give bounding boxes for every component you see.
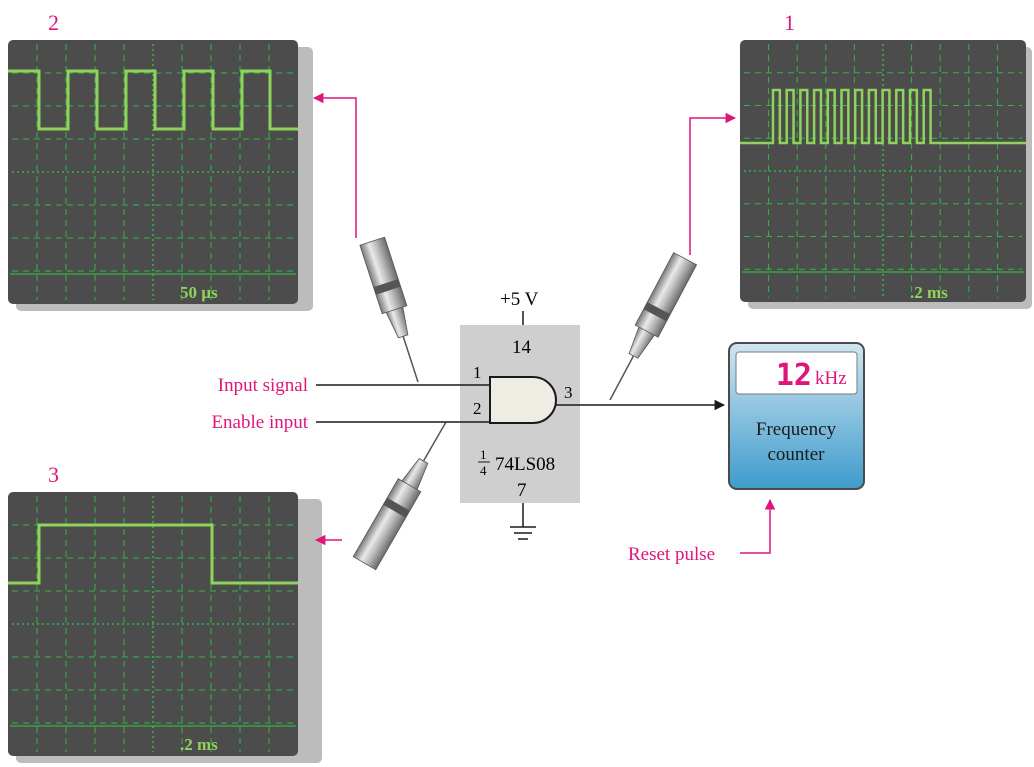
reset-pulse-line [740,498,776,554]
scope-3-timebase: .2 ms [180,735,218,754]
pin-1-label: 1 [473,363,482,382]
scope-1-label: 1 [784,10,795,35]
input-signal-label: Input signal [218,375,308,396]
enable-input-label: Enable input [211,412,308,433]
counter-reading: 12 [776,358,812,393]
frequency-counter: 12 kHz Frequency counter [728,342,865,490]
scope-2: 2 50 µs [8,10,313,311]
part-number: 74LS08 [495,454,555,475]
probe-leader-scope-2 [312,92,357,238]
scope-2-trace [8,69,298,131]
probe-icon [609,252,698,401]
pin-3-label: 3 [564,383,573,402]
probe-icon [359,236,419,383]
counter-title-line1: Frequency [756,419,837,440]
counter-unit: kHz [815,368,847,389]
counter-title-line2: counter [768,444,826,465]
scope-1: 1 .2 ms [740,10,1032,309]
scope-2-timebase: 50 µs [180,283,218,302]
probe-icon [352,421,447,571]
scope-3: 3 .2 ms [8,462,322,763]
scope-1-timebase: .2 ms [910,283,948,302]
scope-2-label: 2 [48,10,59,35]
scope-3-trace [8,523,298,585]
scope-1-grid [742,44,1024,298]
and-gate-icon [489,376,557,424]
ic-74ls08: +5 V 14 1 2 3 1 4 74LS08 7 [460,289,580,540]
gnd-pin-label: 7 [517,480,527,501]
vcc-pin-label: 14 [512,337,532,358]
reset-pulse-label: Reset pulse [628,544,715,565]
fraction-numerator: 1 [480,447,487,462]
scope-3-label: 3 [48,462,59,487]
scope-2-grid [10,44,296,300]
fraction-denominator: 4 [480,463,487,478]
counter-display [735,351,858,395]
probe-leader-scope-1 [689,112,737,255]
pin-2-label: 2 [473,399,482,418]
ground-symbol-icon [510,503,536,540]
scope-1-trace [740,88,1026,145]
scope-3-grid [10,496,296,752]
supply-label: +5 V [500,289,539,310]
